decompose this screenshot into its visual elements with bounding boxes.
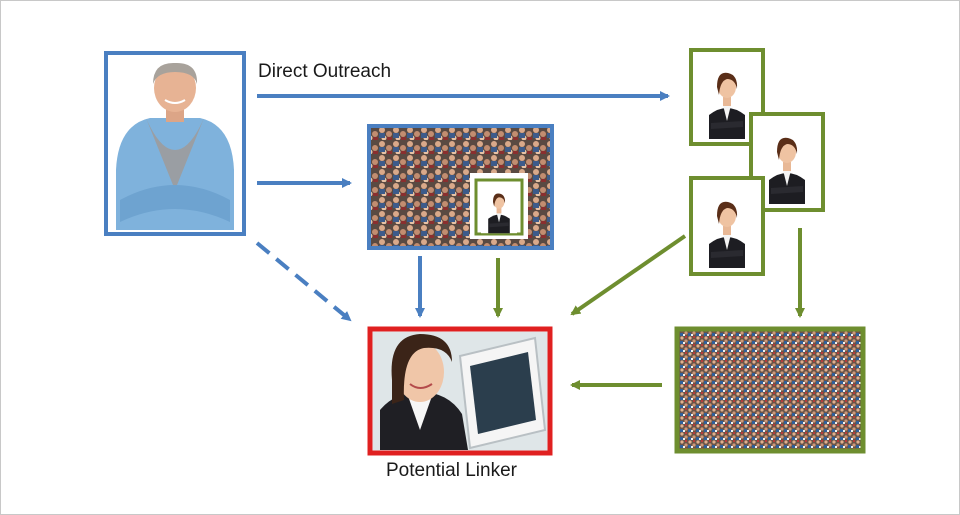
crowd-photo-icon xyxy=(470,173,528,239)
woman-with-tablet-icon xyxy=(373,332,547,450)
influencer-card-3 xyxy=(689,176,765,276)
man-portrait-icon xyxy=(116,62,234,230)
outreach-person-node xyxy=(104,51,246,236)
outreach-to-linker-dashed-arrow xyxy=(255,241,352,322)
influencer-to-linker-arrow xyxy=(570,234,687,316)
influencer-card-1 xyxy=(689,48,765,146)
large-audience-node xyxy=(674,326,866,454)
direct-outreach-label: Direct Outreach xyxy=(258,61,392,82)
influencer-group-node xyxy=(689,48,825,276)
community-crowd-node xyxy=(367,124,554,250)
linker-node xyxy=(367,326,553,456)
potential-linker-label: Potential Linker xyxy=(386,460,517,481)
